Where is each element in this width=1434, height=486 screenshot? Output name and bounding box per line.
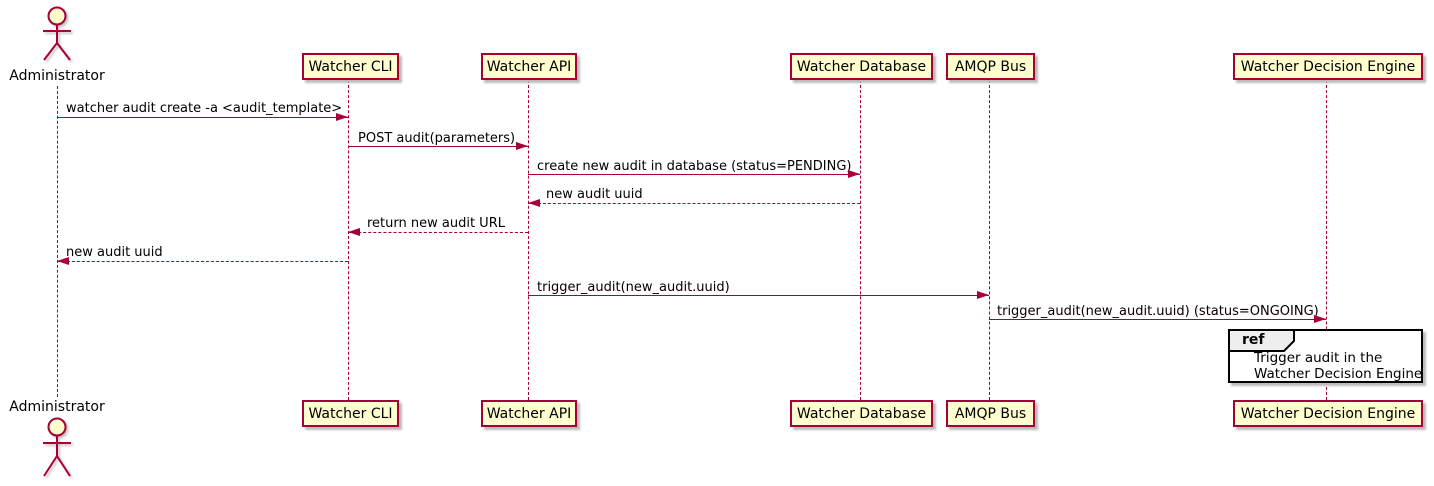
message-1-label: watcher audit create -a <audit_template> xyxy=(66,101,343,116)
message-3-arrow-line xyxy=(528,174,860,175)
message-3-arrowhead-icon xyxy=(848,170,860,178)
participant-watcher-cli-bottom: Watcher CLI xyxy=(302,400,399,427)
participant-label: Watcher Database xyxy=(796,405,927,422)
message-3-label: create new audit in database (status=PEN… xyxy=(537,159,852,174)
lifeline-watcher-cli xyxy=(348,80,349,400)
message-6-arrow-line xyxy=(57,261,348,262)
participant-watcher-cli-top: Watcher CLI xyxy=(302,53,399,80)
participant-label: Watcher API xyxy=(486,58,572,75)
lifeline-amqp-bus xyxy=(989,80,990,400)
ref-text-line-1: Trigger audit in the xyxy=(1254,350,1383,366)
participant-watcher-database-top: Watcher Database xyxy=(790,53,933,80)
participant-label: Watcher CLI xyxy=(308,58,393,75)
message-2-arrow-line xyxy=(348,146,528,147)
actor-label-administrator-top: Administrator xyxy=(9,68,105,84)
message-4-label: new audit uuid xyxy=(546,187,643,202)
message-7-arrowhead-icon xyxy=(977,291,989,299)
message-5-arrow-line xyxy=(348,232,528,233)
ref-fragment: ref Trigger audit in the Watcher Decisio… xyxy=(1228,329,1423,383)
message-8-label: trigger_audit(new_audit.uuid) (status=ON… xyxy=(997,304,1319,319)
message-2-label: POST audit(parameters) xyxy=(358,131,516,146)
message-4-arrowhead-icon xyxy=(528,199,540,207)
ref-fragment-text: Trigger audit in the Watcher Decision En… xyxy=(1254,350,1422,382)
message-2-arrowhead-icon xyxy=(516,142,528,150)
message-8-arrow-line xyxy=(989,319,1326,320)
participant-watcher-database-bottom: Watcher Database xyxy=(790,400,933,427)
participant-watcher-api-top: Watcher API xyxy=(481,53,577,80)
ref-keyword-label: ref xyxy=(1242,332,1265,348)
message-8-arrowhead-icon xyxy=(1314,315,1326,323)
ref-pentagon-icon xyxy=(1228,329,1295,352)
participant-label: Watcher CLI xyxy=(308,405,393,422)
actor-label-administrator-bottom: Administrator xyxy=(9,399,105,415)
participant-label: AMQP Bus xyxy=(954,405,1027,422)
lifeline-watcher-api xyxy=(528,80,529,400)
administrator-actor-icon xyxy=(43,6,71,61)
participant-amqp-bus-top: AMQP Bus xyxy=(946,53,1035,80)
participant-label: Watcher Decision Engine xyxy=(1240,58,1416,75)
participant-watcher-api-bottom: Watcher API xyxy=(481,400,577,427)
participant-label: Watcher Database xyxy=(796,58,927,75)
ref-text-line-2: Watcher Decision Engine xyxy=(1254,366,1423,382)
lifeline-administrator xyxy=(57,86,58,397)
lifeline-watcher-decision-engine xyxy=(1326,80,1327,400)
message-7-label: trigger_audit(new_audit.uuid) xyxy=(537,280,730,295)
message-6-label: new audit uuid xyxy=(66,245,163,260)
lifeline-watcher-database xyxy=(860,80,861,400)
administrator-actor-icon xyxy=(43,417,71,477)
participant-label: AMQP Bus xyxy=(954,58,1027,75)
message-5-label: return new audit URL xyxy=(367,216,505,231)
participant-label: Watcher API xyxy=(486,405,572,422)
participant-amqp-bus-bottom: AMQP Bus xyxy=(946,400,1035,427)
participant-label: Watcher Decision Engine xyxy=(1240,405,1416,422)
participant-watcher-decision-engine-bottom: Watcher Decision Engine xyxy=(1233,400,1423,427)
message-4-arrow-line xyxy=(528,203,860,204)
message-7-arrow-line xyxy=(528,295,989,296)
participant-watcher-decision-engine-top: Watcher Decision Engine xyxy=(1233,53,1423,80)
message-1-arrowhead-icon xyxy=(336,113,348,121)
message-1-arrow-line xyxy=(57,117,348,118)
message-6-arrowhead-icon xyxy=(57,257,69,265)
message-5-arrowhead-icon xyxy=(348,228,360,236)
